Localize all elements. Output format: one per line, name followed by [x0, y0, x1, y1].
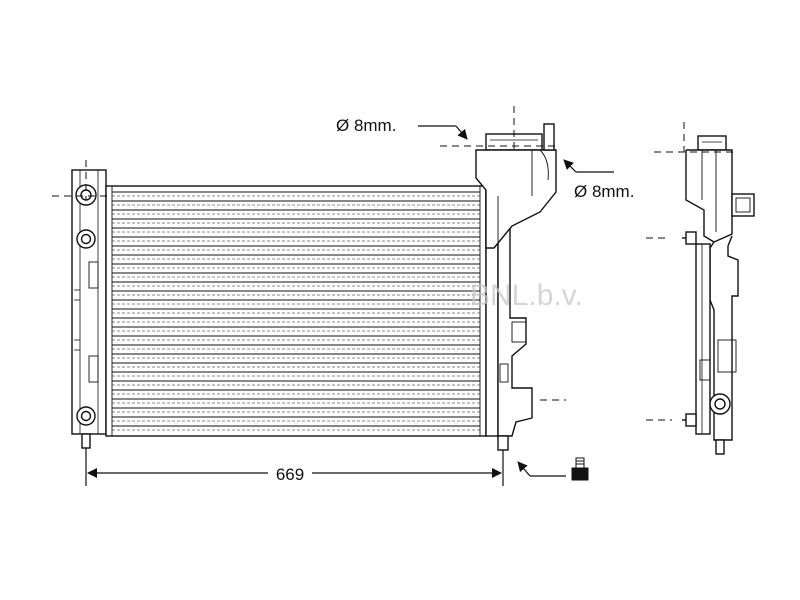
top-hole-label: Ø 8mm. — [336, 116, 396, 135]
side-hole-leader — [563, 159, 614, 173]
radiator-core — [105, 185, 487, 437]
side-hole-label: Ø 8mm. — [574, 182, 634, 201]
width-dimension — [85, 448, 504, 486]
expansion-tank — [475, 123, 557, 249]
width-dimension-label: 669 — [276, 465, 304, 484]
radiator-front-view — [52, 106, 566, 451]
top-hole-leader — [418, 125, 468, 140]
watermark: BNL.b.v. — [470, 279, 583, 312]
drain-plug-leader — [517, 461, 566, 477]
radiator-side-view — [646, 122, 755, 455]
drain-plug-icon — [571, 457, 589, 481]
left-tank — [71, 169, 107, 449]
center-lines — [52, 106, 566, 401]
